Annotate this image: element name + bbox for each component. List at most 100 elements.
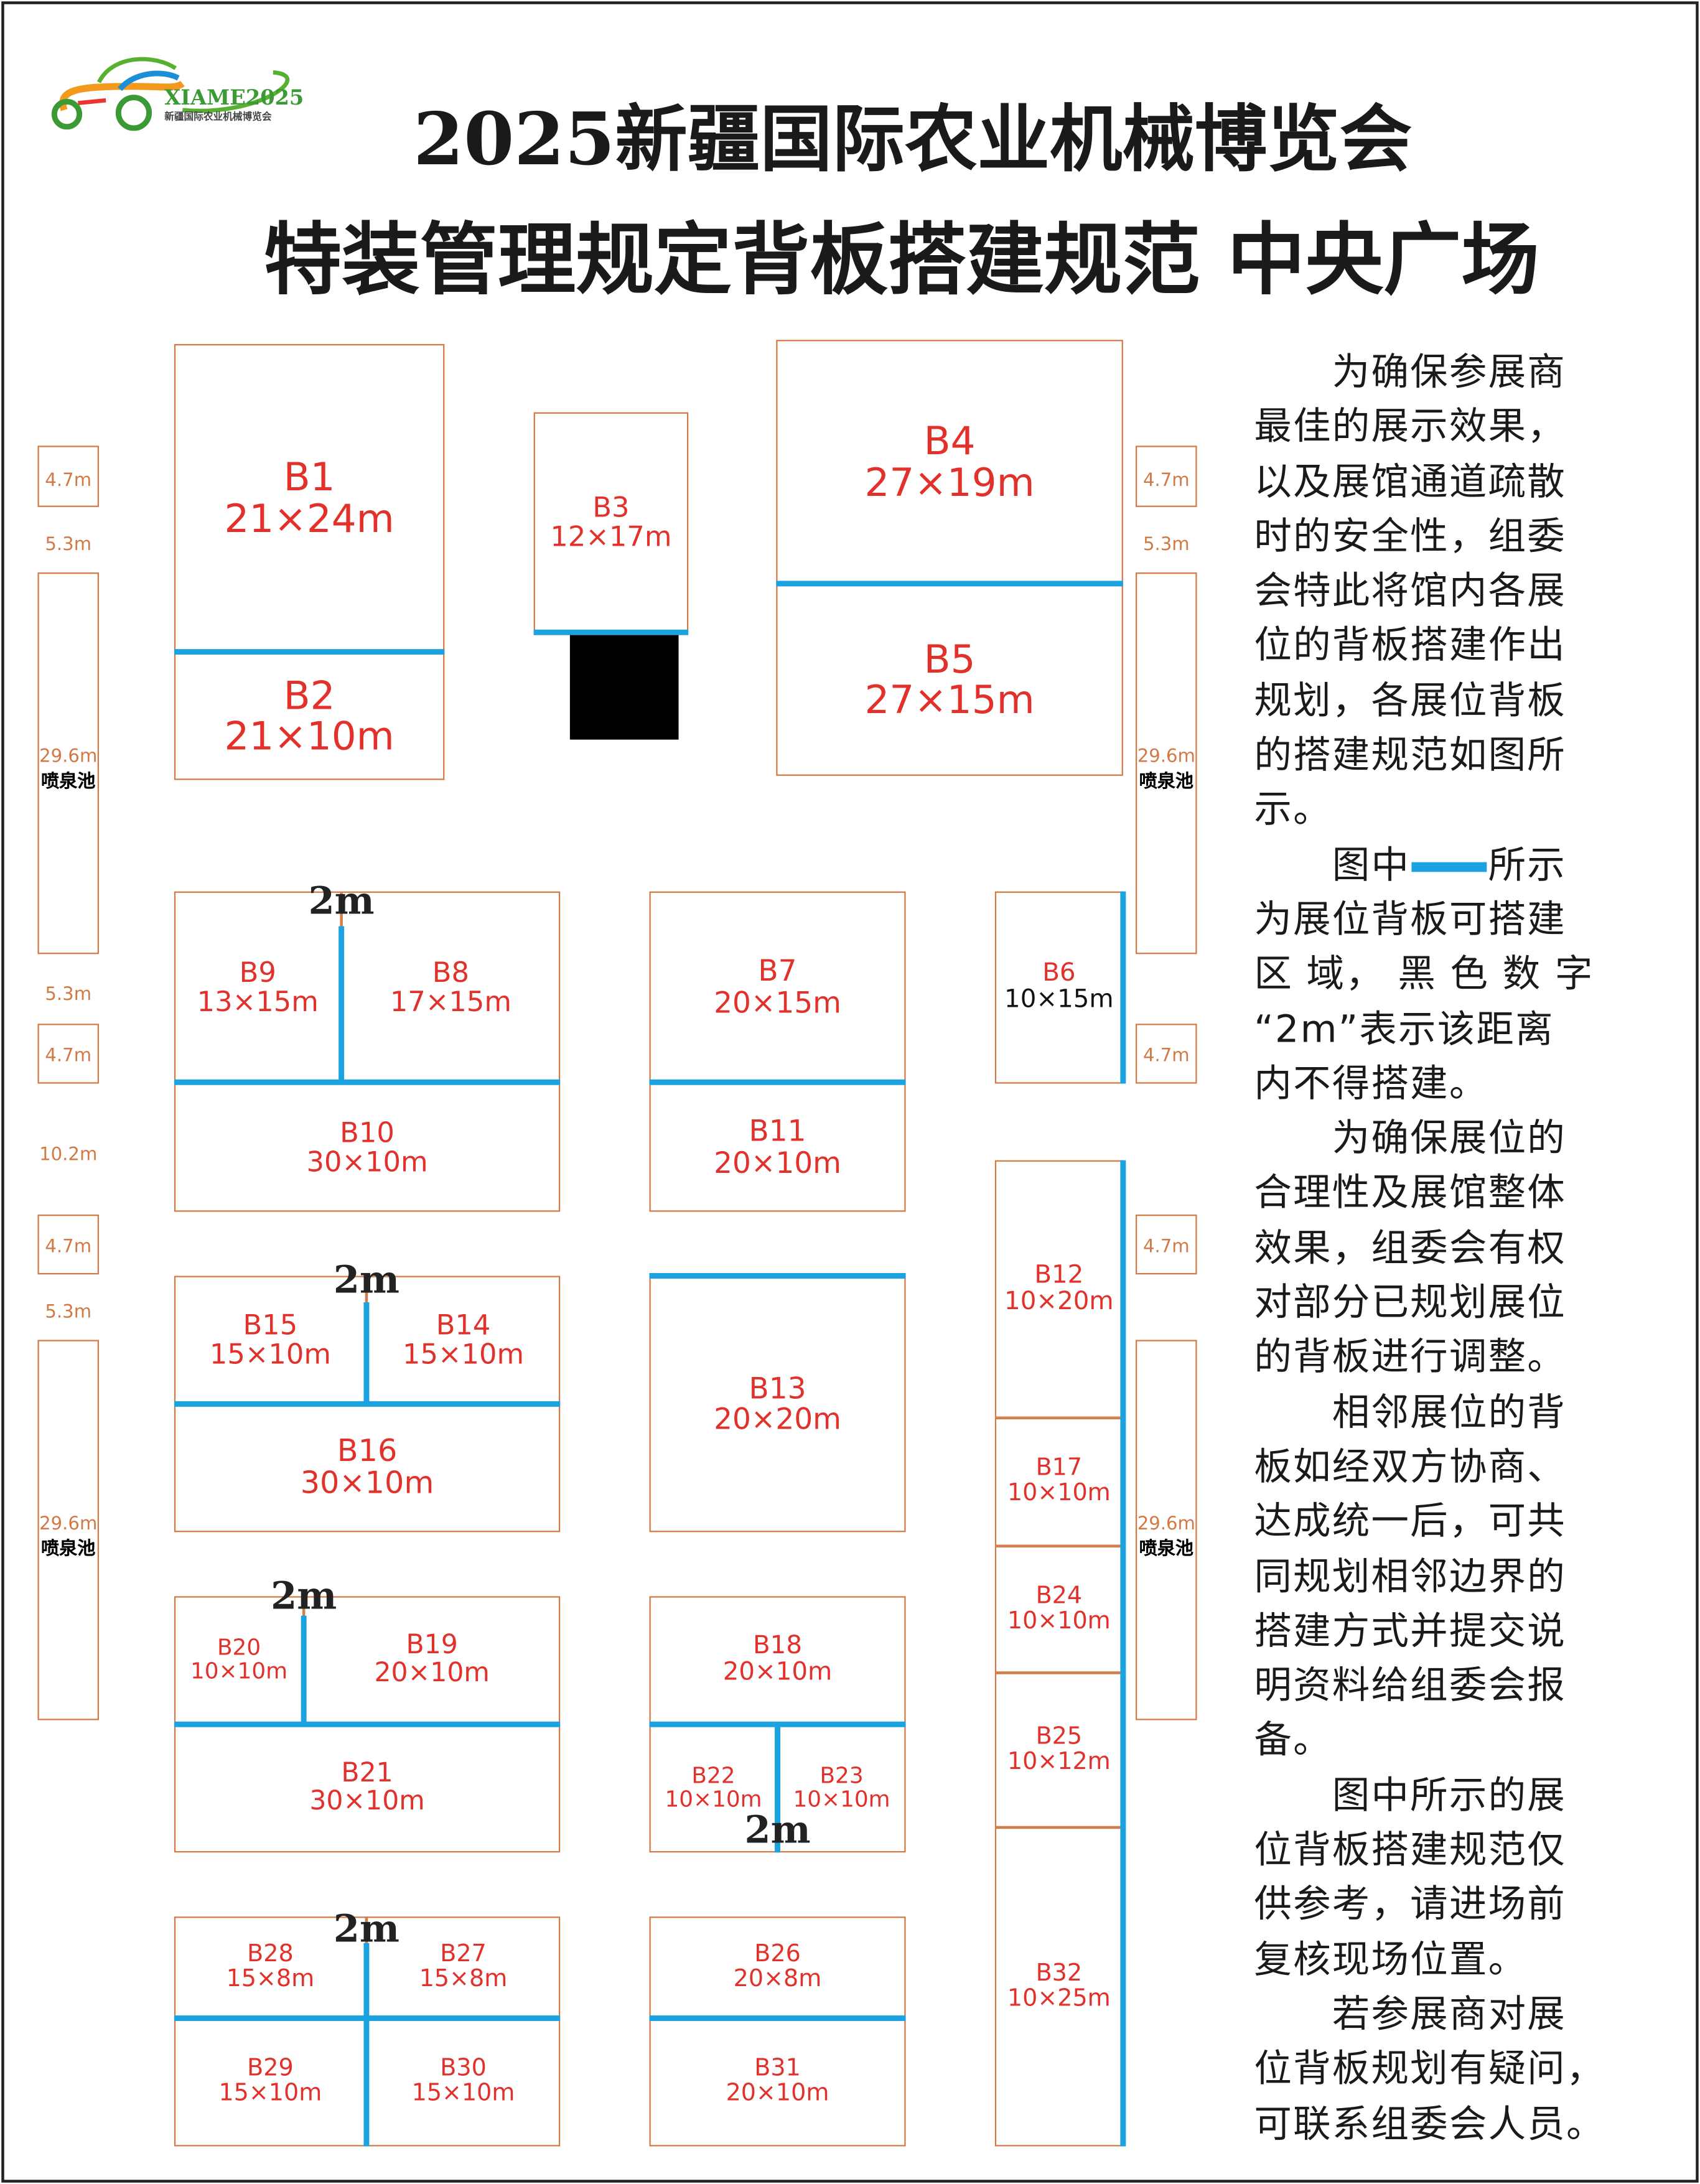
no-build-2m-label: 2m [333, 1908, 399, 1952]
pool-length: 29.6m [1137, 746, 1195, 768]
booth-size: 10×10m [190, 1657, 288, 1684]
logo-cn-text: 新疆国际农业机械博览会 [164, 111, 272, 123]
booth-id: B11 [749, 1114, 806, 1149]
note-line: 达成统一后，可共 [1254, 1500, 1566, 1544]
booth-size: 13×15m [197, 984, 319, 1018]
booth-size: 15×10m [411, 2079, 515, 2107]
rules-text: 为确保参展商最佳的展示效果，以及展馆通道疏散时的安全性，组委会特此将馆内各展位的… [1254, 345, 1623, 2152]
title-line-1: 2025新疆国际农业机械博览会 [413, 97, 1413, 183]
note-line: 供参考，请进场前 [1254, 1883, 1566, 1927]
booth-id: B10 [340, 1114, 395, 1149]
size-4-7m: 4.7m [1142, 470, 1190, 492]
backboard-line [174, 1721, 561, 1727]
booth-size: 10×12m [1007, 1747, 1111, 1775]
backboard-line [1120, 891, 1126, 1084]
backboard-line [301, 1615, 307, 1725]
fountain-pool [37, 1340, 99, 1720]
note-line: 内不得搭建。 [1254, 1062, 1488, 1106]
size-4-7m: 4.7m [45, 470, 92, 492]
pool-name: 喷泉池 [41, 1539, 96, 1561]
backboard-line [339, 926, 345, 1084]
fountain-pool [1136, 572, 1197, 954]
booth-size: 27×19m [864, 459, 1035, 505]
small-box [37, 1024, 99, 1084]
booth-id: B27 [440, 1939, 487, 1968]
booth-id: B20 [217, 1634, 261, 1661]
booth-size: 20×15m [714, 985, 841, 1019]
booth-id: B15 [243, 1307, 298, 1342]
note-line: 复核现场位置。 [1254, 1938, 1528, 1982]
logo-brand-text: XIAME2025 [164, 85, 304, 110]
note-line: 的搭建规范如图所 [1254, 734, 1566, 778]
note-line-legend: 图中所示 [1254, 838, 1623, 893]
note-line: 可联系组委会人员。 [1254, 2102, 1605, 2146]
fountain-pool [1136, 1340, 1197, 1720]
note-line: 板如经双方协商、 [1254, 1445, 1566, 1489]
booth-id: B9 [239, 954, 276, 989]
backboard-line [776, 581, 1123, 587]
gap-5-3m: 5.3m [1142, 534, 1190, 556]
note-line: 以及展馆通道疏散 [1254, 460, 1566, 504]
booth-id: B1 [283, 454, 335, 500]
booth-id: B32 [1035, 1959, 1083, 1987]
note-line: 相邻展位的背 [1254, 1391, 1566, 1434]
no-build-2m-label: 2m [744, 1809, 811, 1853]
note-line: 位背板搭建规范仅 [1254, 1829, 1566, 1872]
note-line: 为展位背板可搭建 [1254, 898, 1566, 942]
booth-size: 27×15m [864, 676, 1035, 723]
booth-size: 20×20m [714, 1402, 841, 1436]
backboard-legend-swatch [1411, 861, 1487, 872]
backboard-line [775, 1724, 781, 1853]
note-line: 的背板进行调整。 [1254, 1336, 1566, 1379]
booth-size: 20×10m [726, 2079, 829, 2107]
backboard-line [363, 1302, 370, 1404]
booth-size: 10×10m [793, 1785, 890, 1813]
booth-size: 10×10m [1007, 1607, 1111, 1635]
booth-size: 20×10m [722, 1657, 833, 1687]
blocked-area [569, 632, 679, 740]
note-line: 效果，组委会有权 [1254, 1226, 1566, 1270]
booth-id: B28 [247, 1939, 294, 1968]
note-line: 搭建方式并提交说 [1254, 1610, 1566, 1653]
fountain-pool [37, 572, 99, 954]
booth-id: B31 [754, 2055, 801, 2083]
xiame-logo: XIAME2025 新疆国际农业机械博览会 [51, 57, 304, 131]
booth-size: 21×24m [224, 495, 395, 541]
booth-id: B5 [923, 636, 976, 682]
booth-id: B8 [432, 954, 470, 989]
booth-size: 21×10m [224, 713, 395, 759]
note-line: 为确保展位的 [1254, 1117, 1566, 1161]
booth-size: 15×10m [209, 1337, 331, 1371]
small-box [37, 1214, 99, 1275]
backboard-line [174, 1079, 561, 1085]
booth-size: 10×25m [1007, 1984, 1111, 2012]
backboard-line [533, 629, 689, 635]
size-4-7m: 4.7m [45, 1236, 92, 1258]
small-box [37, 446, 99, 507]
pool-name: 喷泉池 [1139, 772, 1193, 793]
booth-size: 15×10m [402, 1337, 525, 1371]
no-build-2m-label: 2m [308, 880, 375, 924]
gap-5-3m: 5.3m [45, 534, 92, 556]
